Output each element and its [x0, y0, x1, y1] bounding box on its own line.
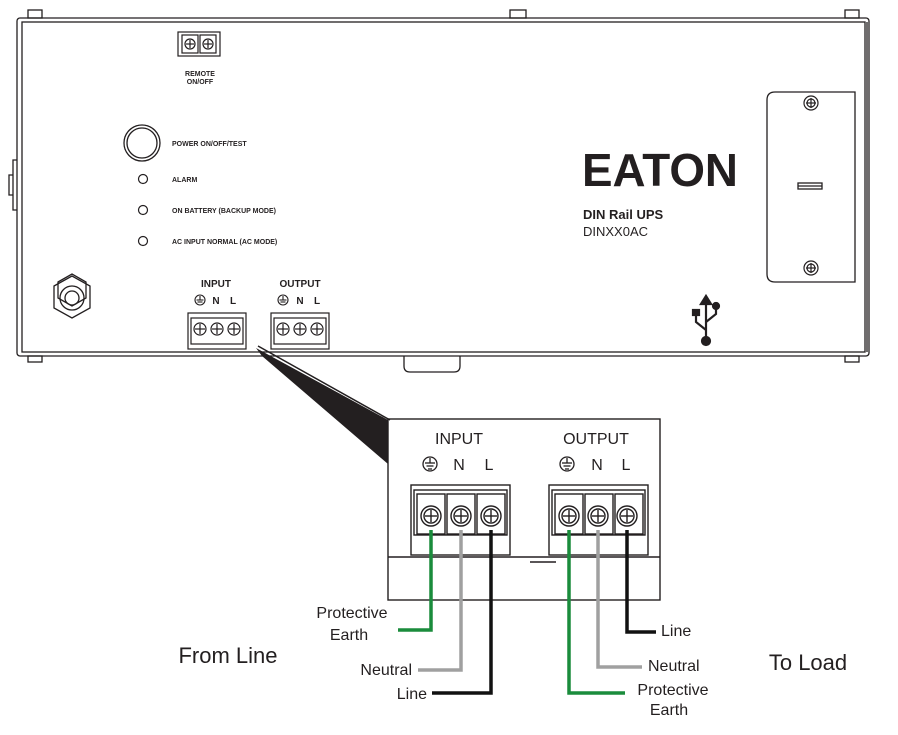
from-line-label: From Line: [178, 643, 277, 668]
in-line-label: Line: [397, 686, 427, 703]
remote-label-2: ON/OFF: [187, 79, 214, 86]
small-output-terminal: [270, 312, 330, 350]
small-out-l: L: [314, 296, 320, 307]
in-neutral-label: Neutral: [360, 662, 412, 679]
model-number: DINXX0AC: [583, 224, 648, 239]
ups-unit: [8, 9, 870, 373]
small-in-l: L: [230, 296, 236, 307]
detail-out-n: N: [591, 457, 603, 474]
small-out-n: N: [296, 296, 303, 307]
remote-connector: [177, 31, 221, 57]
small-input-label: INPUT: [201, 279, 231, 290]
output-earth-wire: [567, 530, 625, 695]
battery-led: [137, 204, 149, 216]
product-line: DIN Rail UPS: [583, 207, 664, 222]
input-line-wire: [432, 530, 493, 695]
detail-output-label: OUTPUT: [563, 431, 629, 448]
input-earth-wire: [398, 530, 433, 632]
remote-label-1: REMOTE: [185, 71, 215, 78]
out-pe-label-2: Earth: [650, 702, 688, 719]
detail-out-l: L: [622, 457, 631, 474]
ac-led: [137, 235, 149, 247]
in-pe-label-1: Protective: [316, 605, 387, 622]
small-input-terminal: [187, 312, 247, 350]
input-neutral-wire: [418, 530, 463, 672]
screw-icon: [803, 260, 819, 276]
small-output-label: OUTPUT: [279, 279, 320, 290]
power-button-label: POWER ON/OFF/TEST: [172, 141, 247, 148]
zoom-callout: [256, 348, 388, 464]
usb-icon: [691, 293, 721, 347]
out-neutral-label: Neutral: [648, 658, 700, 675]
logo-text: EATON: [582, 144, 738, 196]
screw-icon: [803, 95, 819, 111]
led-label-battery: ON BATTERY (BACKUP MODE): [172, 208, 276, 215]
to-load-label: To Load: [769, 650, 847, 675]
detail-view: [387, 418, 661, 601]
detail-in-n: N: [453, 457, 465, 474]
ground-icon: [422, 456, 438, 472]
cable-gland: [53, 273, 91, 319]
in-pe-label-2: Earth: [330, 627, 368, 644]
ground-icon: [277, 294, 289, 306]
ground-icon: [559, 456, 575, 472]
led-label-ac: AC INPUT NORMAL (AC MODE): [172, 239, 277, 246]
ground-icon: [194, 294, 206, 306]
out-line-label: Line: [661, 623, 691, 640]
led-label-alarm: ALARM: [172, 177, 197, 184]
out-pe-label-1: Protective: [637, 682, 708, 699]
alarm-led: [137, 173, 149, 185]
eaton-logo: EATON: [582, 144, 738, 196]
output-neutral-wire: [596, 530, 642, 669]
small-in-n: N: [212, 296, 219, 307]
power-button[interactable]: [123, 124, 161, 162]
detail-input-label: INPUT: [435, 431, 483, 448]
output-line-wire: [625, 530, 656, 634]
detail-in-l: L: [485, 457, 494, 474]
